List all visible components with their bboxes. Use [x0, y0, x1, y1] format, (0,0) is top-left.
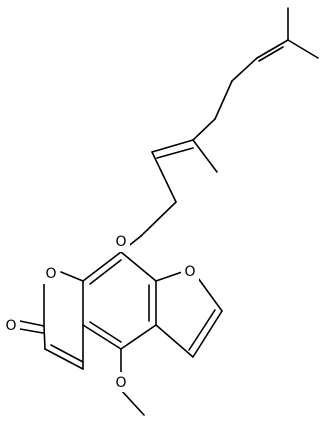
bond — [214, 80, 233, 120]
bond — [60, 271, 84, 282]
bond — [120, 389, 145, 416]
bond — [256, 39, 289, 59]
bond — [192, 310, 223, 358]
bond — [89, 321, 122, 343]
bond — [231, 57, 258, 82]
bond — [82, 324, 122, 350]
ether-oxygen-label: O — [115, 234, 126, 250]
bond — [120, 251, 157, 282]
carbonyl-oxygen-label: O — [5, 318, 16, 334]
bond — [44, 348, 84, 370]
methoxy-oxygen-atom: O — [112, 372, 130, 392]
furan-oxygen-label: O — [184, 264, 195, 280]
bond — [89, 259, 122, 285]
bond — [151, 151, 177, 203]
bond — [50, 344, 84, 363]
bond — [43, 325, 46, 350]
bond — [192, 139, 218, 173]
carbonyl-oxygen-atom: O — [2, 314, 20, 336]
bond — [188, 309, 216, 351]
ring-oxygen-label: O — [45, 266, 56, 282]
furan-oxygen-atom: O — [181, 260, 199, 282]
methoxy-oxygen-label: O — [115, 375, 126, 391]
bond-lines — [19, 7, 319, 416]
bond — [192, 118, 216, 141]
bond — [140, 201, 177, 237]
bond — [258, 46, 284, 62]
atom-labels: O O O O O — [2, 230, 199, 392]
bond — [151, 139, 194, 153]
bond — [156, 147, 194, 159]
bond — [19, 320, 45, 327]
bond — [155, 324, 194, 358]
bond — [19, 328, 44, 334]
ether-oxygen-atom: O — [112, 230, 130, 252]
bond — [287, 39, 319, 59]
bond — [120, 324, 157, 350]
bond — [197, 277, 223, 312]
bond — [155, 271, 183, 282]
bond — [82, 251, 122, 282]
ring-oxygen-atom: O — [42, 262, 60, 284]
